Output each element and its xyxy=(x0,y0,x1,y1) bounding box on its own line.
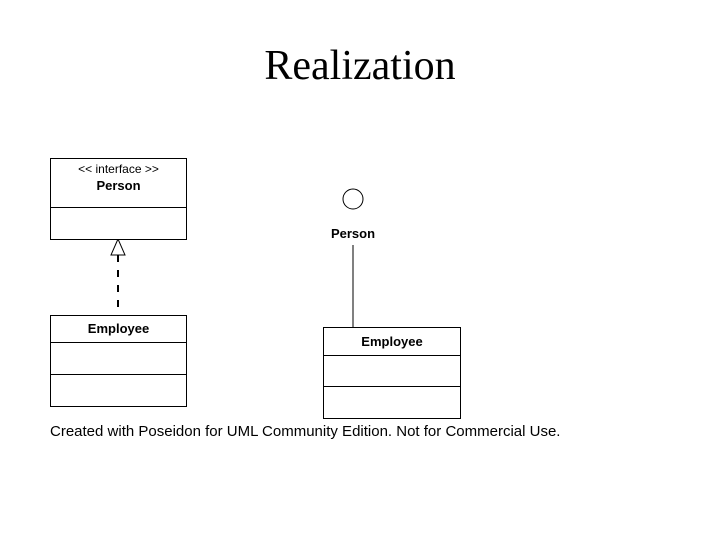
interface-stereotype: << interface >> xyxy=(78,162,159,176)
class-employee-right-name: Employee xyxy=(361,334,423,349)
lollipop-circle xyxy=(342,188,364,210)
footer-watermark-text: Created with Poseidon for UML Community … xyxy=(50,423,561,440)
class-employee-right-box: Employee xyxy=(323,327,461,419)
class-employee-right-header: Employee xyxy=(324,328,460,355)
interface-person-name: Person xyxy=(96,178,141,193)
class-employee-left-operations xyxy=(51,374,186,406)
class-employee-left-header: Employee xyxy=(51,316,186,342)
class-employee-left-name: Employee xyxy=(87,321,150,336)
class-employee-right-operations xyxy=(324,386,460,418)
class-employee-left-box: Employee xyxy=(50,315,187,407)
slide-title: Realization xyxy=(264,43,456,89)
realization-arrowhead xyxy=(110,237,126,256)
interface-person-box: << interface >> Person xyxy=(50,158,187,240)
class-employee-left-attributes xyxy=(51,342,186,374)
interface-person-header: << interface >> Person xyxy=(51,159,186,207)
interface-person-compartment xyxy=(51,207,186,239)
lollipop-interface-label: Person xyxy=(330,226,376,241)
class-employee-right-attributes xyxy=(324,355,460,386)
